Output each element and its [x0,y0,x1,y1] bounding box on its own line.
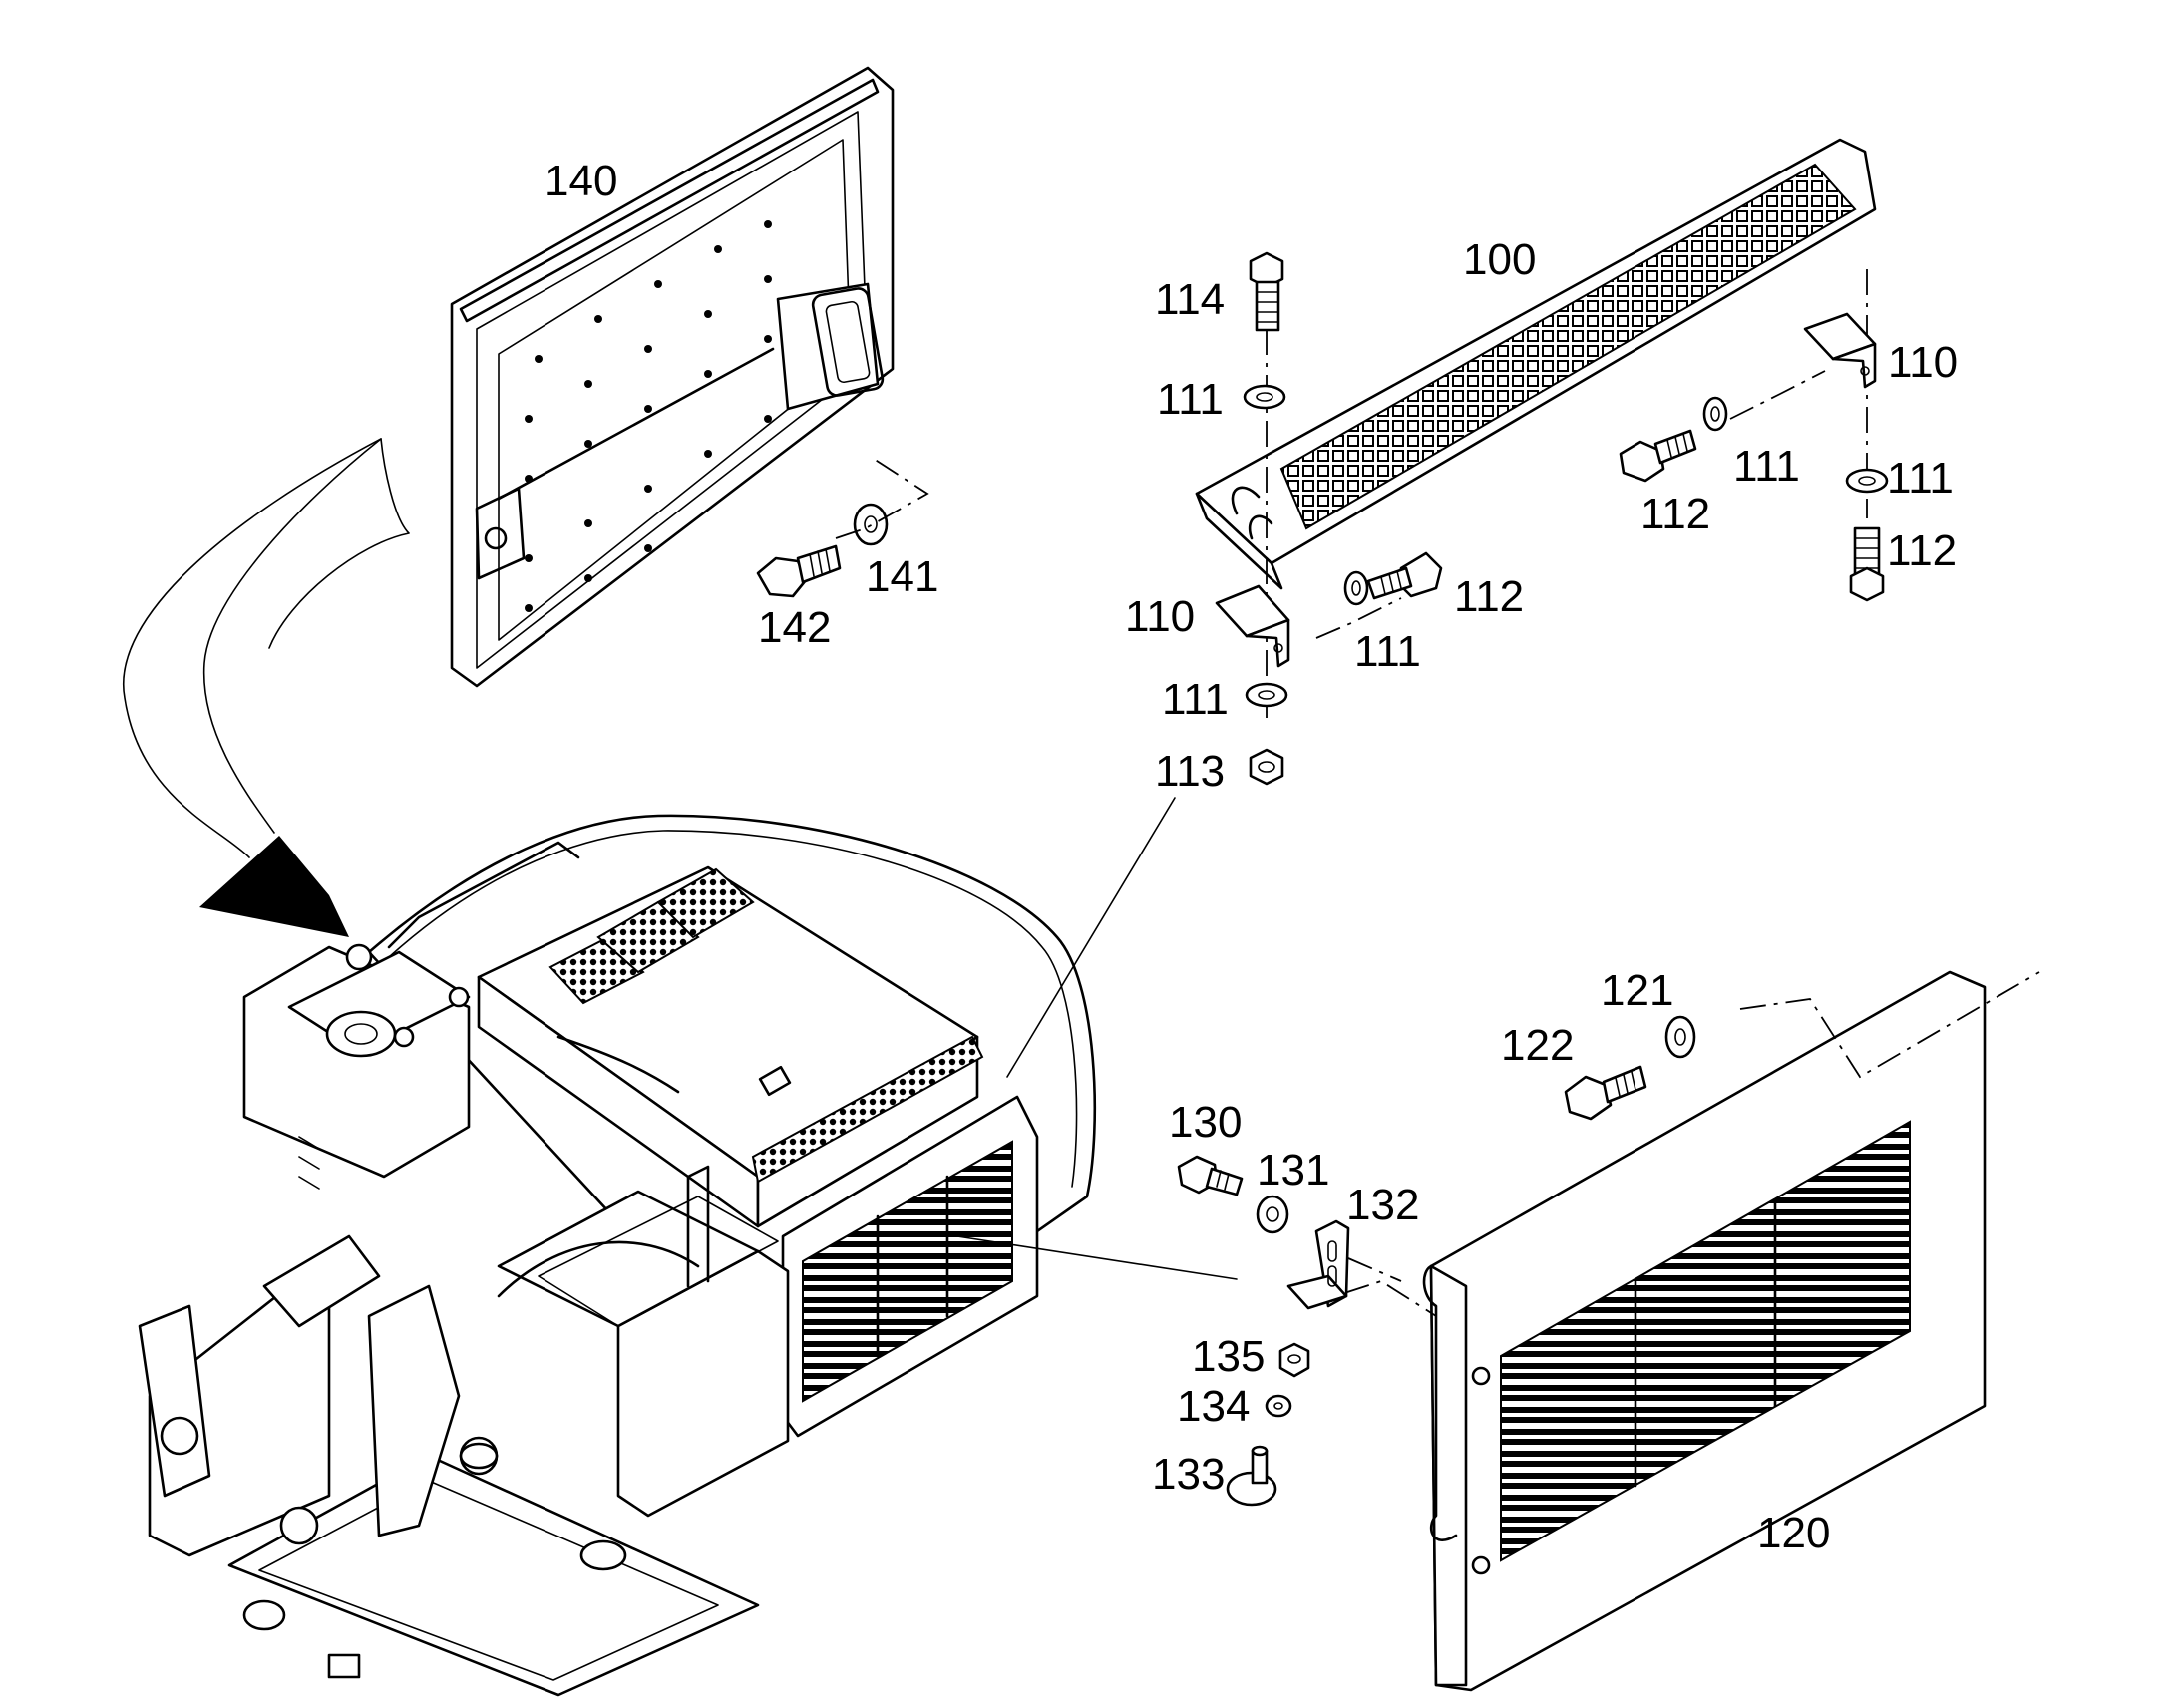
bolt-112-middle [1366,551,1443,600]
washer-111-upper [1702,396,1728,432]
part-labels: 140 141 142 114 100 110 111 111 111 112 … [545,157,1958,1557]
washer-111-right [1845,468,1889,494]
nut-113 [1249,748,1284,786]
label-122: 122 [1501,1021,1574,1070]
label-131: 131 [1257,1146,1329,1195]
label-142: 142 [758,603,831,652]
label-121: 121 [1601,966,1673,1015]
label-111-right: 111 [1887,454,1954,503]
leader-113 [1006,797,1176,1078]
bracket-132 [1286,1219,1350,1310]
label-133: 133 [1152,1450,1225,1499]
label-110-left: 110 [1125,592,1195,641]
machine-assembly [138,814,1097,1697]
door-panel [450,66,895,688]
label-134: 134 [1177,1382,1250,1431]
washer-141 [853,503,889,546]
label-113: 113 [1155,747,1225,796]
bracket-110-right [1803,312,1877,389]
grill-cover [1422,970,1987,1692]
washer-121 [1664,1015,1696,1059]
label-130: 130 [1169,1098,1242,1147]
label-110-right: 110 [1888,338,1958,387]
label-140: 140 [545,157,617,205]
washer-111-middle [1343,570,1369,606]
label-120: 120 [1757,1509,1830,1557]
label-111-top: 111 [1157,375,1224,424]
door-rivets [525,220,772,612]
nut-135 [1278,1342,1310,1378]
label-132: 132 [1346,1181,1419,1229]
label-111-lower: 111 [1162,675,1229,724]
washer-134 [1265,1394,1292,1418]
stud-133 [1226,1445,1277,1507]
washer-131 [1256,1195,1289,1234]
washer-111-top [1243,384,1286,410]
label-112-right: 112 [1887,526,1957,575]
bolt-114 [1249,251,1284,332]
label-114: 114 [1155,275,1225,324]
bolt-122 [1564,1065,1647,1121]
label-141: 141 [866,552,938,601]
washer-111-lower [1245,682,1288,708]
bolt-112-upper [1619,429,1697,483]
label-135: 135 [1192,1332,1265,1381]
label-111-upper: 111 [1733,442,1800,491]
label-112-upper: 112 [1640,490,1710,538]
label-111-middle: 111 [1354,627,1421,676]
label-100: 100 [1463,235,1536,284]
bolt-130 [1177,1155,1244,1196]
leader-130-group [956,1235,1238,1280]
label-112-middle: 112 [1454,572,1524,621]
bolt-142 [756,544,842,598]
grille-cover [1195,138,1877,590]
bracket-110-left [1215,584,1290,668]
installation-arrow [122,438,410,937]
bolt-112-right [1849,526,1885,602]
